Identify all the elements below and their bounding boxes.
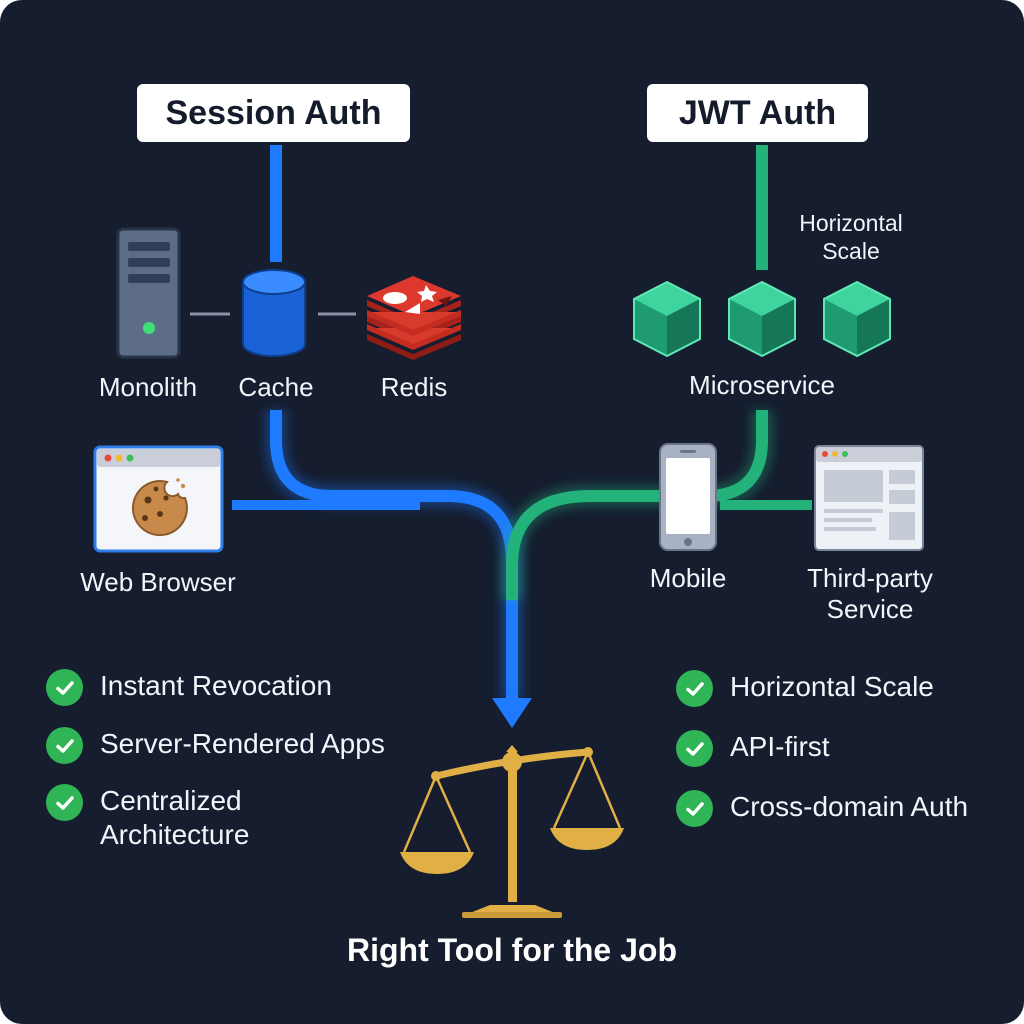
third-party-label: Third-party Service bbox=[807, 563, 933, 624]
check-circle-icon bbox=[676, 730, 713, 767]
balance-scale-icon bbox=[400, 745, 624, 918]
jwt-flow-lines bbox=[501, 145, 812, 600]
web-browser-label: Web Browser bbox=[80, 567, 236, 597]
session-benefit-text: Instant Revocation bbox=[100, 670, 332, 701]
check-circle-icon bbox=[676, 790, 713, 827]
jwt-benefit-item: API-first bbox=[676, 730, 830, 767]
monolith-label: Monolith bbox=[98, 372, 198, 402]
jwt-benefit-text: Cross-domain Auth bbox=[730, 791, 969, 822]
jwt-benefit-item: Cross-domain Auth bbox=[676, 790, 968, 827]
check-circle-icon bbox=[46, 669, 83, 706]
web-app-window-icon bbox=[814, 445, 924, 551]
server-icon bbox=[116, 227, 181, 359]
check-circle-icon bbox=[46, 727, 83, 764]
cube-icon bbox=[633, 280, 701, 358]
browser-window-cookie-icon bbox=[93, 445, 224, 553]
cube-icon bbox=[823, 280, 891, 358]
jwt-benefit-item: Horizontal Scale bbox=[676, 670, 934, 707]
session-benefit-text: Server-Rendered Apps bbox=[100, 728, 385, 759]
horizontal-scale-note: Horizontal Scale bbox=[799, 210, 903, 264]
cube-icon bbox=[728, 280, 796, 358]
jwt-benefit-text: API-first bbox=[730, 731, 830, 762]
microservice-label: Microservice bbox=[689, 370, 835, 400]
jwt-auth-title: JWT Auth bbox=[647, 84, 868, 142]
mobile-label: Mobile bbox=[649, 563, 727, 593]
database-cylinder-icon bbox=[242, 269, 306, 357]
session-benefit-item: Instant Revocation bbox=[46, 669, 332, 706]
redis-logo-icon bbox=[367, 276, 461, 360]
session-auth-title: Session Auth bbox=[137, 84, 410, 142]
footer-caption: Right Tool for the Job bbox=[346, 932, 677, 968]
check-circle-icon bbox=[676, 670, 713, 707]
jwt-benefit-text: Horizontal Scale bbox=[730, 671, 934, 702]
cache-label: Cache bbox=[238, 372, 314, 402]
check-circle-icon bbox=[46, 784, 83, 821]
smartphone-icon bbox=[659, 443, 717, 551]
flow-arrow-head bbox=[492, 698, 532, 728]
session-benefit-item: Server-Rendered Apps bbox=[46, 727, 385, 764]
redis-label: Redis bbox=[380, 372, 448, 402]
session-benefit-text: Centralized Architecture bbox=[100, 785, 250, 850]
session-flow-lines bbox=[232, 145, 532, 728]
session-benefit-item: Centralized Architecture bbox=[46, 784, 280, 852]
